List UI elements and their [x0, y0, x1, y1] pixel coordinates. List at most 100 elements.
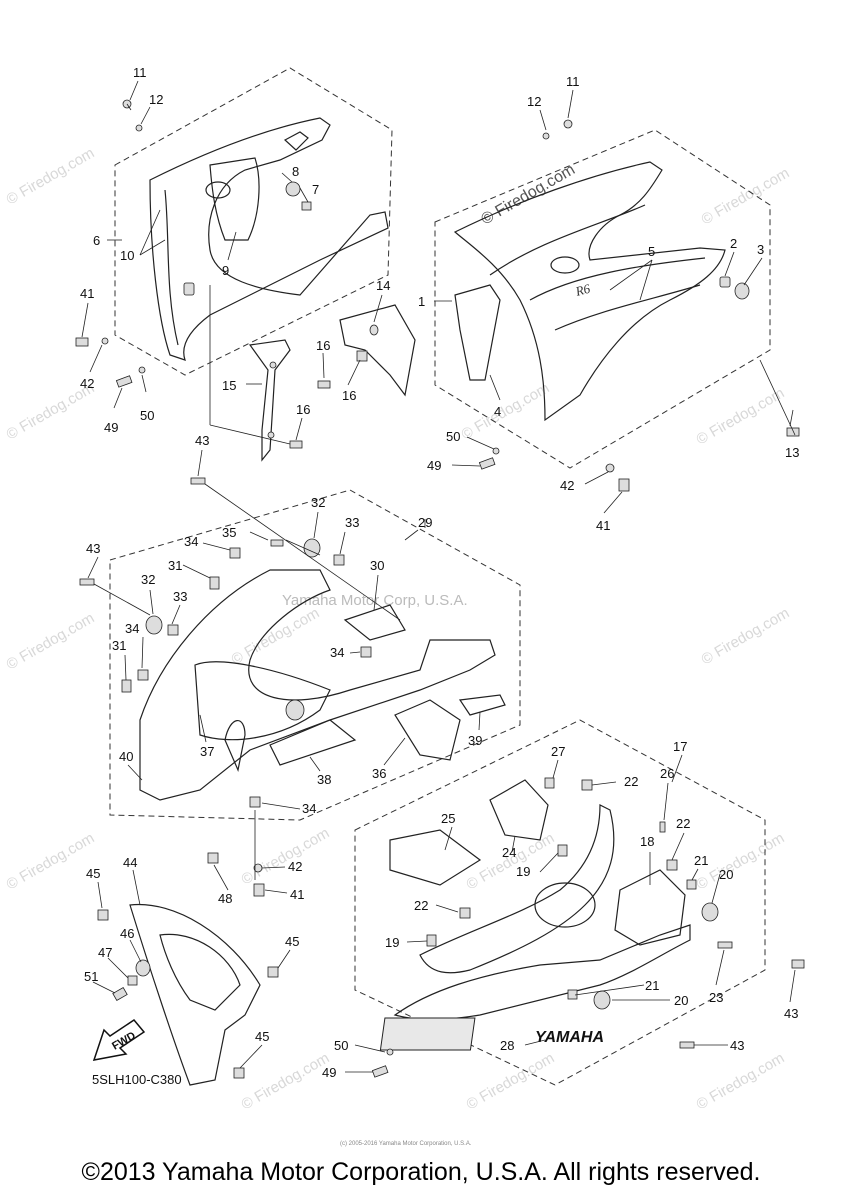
nut-34: [360, 646, 372, 658]
nut-31: [209, 576, 220, 590]
site-watermark: © Firedog.com: [239, 1049, 333, 1113]
callout-34: 34: [330, 645, 344, 660]
bolt-23: [717, 941, 733, 949]
bolt-49: [115, 375, 133, 388]
washer-12: [542, 132, 550, 140]
callout-3: 3: [757, 242, 764, 257]
callout-40: 40: [119, 749, 133, 764]
nut-19: [426, 934, 437, 947]
site-watermark: © Firedog.com: [229, 604, 323, 668]
collar-7: [301, 201, 312, 211]
callout-49: 49: [104, 420, 118, 435]
bolt-16: [356, 350, 368, 362]
callout-49: 49: [427, 458, 441, 473]
callout-19: 19: [516, 864, 530, 879]
nut-19: [557, 844, 568, 857]
collar-33: [167, 624, 179, 636]
bolt-11: [563, 119, 573, 129]
front-cowling: [121, 538, 506, 808]
callout-25: 25: [441, 811, 455, 826]
callout-29: 29: [418, 515, 432, 530]
callouts: 11 12 11 12 8 7 6 10 9 41 42 49 50 1 5 2…: [80, 65, 799, 1080]
callout-20: 20: [719, 867, 733, 882]
callout-8: 8: [292, 164, 299, 179]
site-watermark-dark: © Firedog.com: [479, 161, 579, 228]
callout-22: 22: [414, 898, 428, 913]
nut-34: [229, 547, 241, 559]
callout-7: 7: [312, 182, 319, 197]
group-box-under-cowling: [354, 719, 766, 1086]
callout-43: 43: [86, 541, 100, 556]
grommet-46: [135, 959, 151, 977]
nut-22: [459, 907, 471, 919]
callout-11: 11: [566, 74, 580, 89]
bracket-14: [339, 304, 416, 397]
inner-panel-44: [97, 903, 279, 1086]
bolt-16: [289, 440, 303, 449]
nut-45: [97, 909, 109, 921]
under-cowling: YAMAHA: [379, 777, 719, 1051]
collar-21: [567, 989, 578, 1000]
bolt-11: [122, 99, 132, 111]
clip-26: [659, 821, 666, 833]
diagram-code: 5SLH100-C380: [92, 1072, 182, 1087]
callout-41: 41: [80, 286, 94, 301]
nut-34: [249, 796, 261, 808]
callout-32: 32: [311, 495, 325, 510]
callout-26: 26: [660, 766, 674, 781]
callout-15: 15: [222, 378, 236, 393]
inner-panel-9: [209, 157, 260, 241]
grommet: [183, 282, 195, 296]
grommet-8: [285, 181, 301, 197]
callout-45: 45: [255, 1029, 269, 1044]
model-decal: R6: [573, 281, 592, 300]
grommet-20: [593, 990, 611, 1010]
site-watermark: © Firedog.com: [464, 1049, 558, 1113]
callout-42: 42: [80, 376, 94, 391]
callout-49: 49: [322, 1065, 336, 1080]
collar-33: [333, 554, 345, 566]
callout-24: 24: [502, 845, 516, 860]
callout-16: 16: [296, 402, 310, 417]
callout-43: 43: [730, 1038, 744, 1053]
callout-41: 41: [290, 887, 304, 902]
site-watermark: © Firedog.com: [699, 604, 793, 668]
fasteners: [75, 99, 805, 1078]
nut-45: [267, 966, 279, 978]
inner-panel-4: [454, 284, 501, 381]
callout-38: 38: [317, 772, 331, 787]
callout-1: 1: [418, 294, 425, 309]
callout-34: 34: [184, 534, 198, 549]
callout-45: 45: [86, 866, 100, 881]
callout-12: 12: [527, 94, 541, 109]
callout-31: 31: [168, 558, 182, 573]
brand-decal: YAMAHA: [535, 1029, 604, 1046]
bolt-41: [253, 883, 265, 897]
strip-38: [269, 719, 357, 766]
callout-18: 18: [640, 834, 654, 849]
callout-30: 30: [370, 558, 384, 573]
callout-22: 22: [676, 816, 690, 831]
washer-42: [605, 463, 615, 473]
callout-13: 13: [785, 445, 799, 460]
callout-34: 34: [302, 801, 316, 816]
callout-11: 11: [133, 65, 147, 80]
callout-50: 50: [446, 429, 460, 444]
exhaust-opening: [534, 882, 596, 928]
callout-4: 4: [494, 404, 501, 419]
clip-27: [544, 777, 555, 789]
duct-opening: [205, 181, 231, 199]
washer-50: [386, 1048, 394, 1056]
bolt-35: [270, 539, 284, 547]
callout-32: 32: [141, 572, 155, 587]
callout-35: 35: [222, 525, 236, 540]
watermark-layer: © Firedog.com © Firedog.com © Firedog.co…: [4, 144, 793, 1113]
callout-43: 43: [195, 433, 209, 448]
callout-14: 14: [376, 278, 390, 293]
callout-50: 50: [140, 408, 154, 423]
washer-50: [492, 447, 500, 455]
callout-23: 23: [709, 990, 723, 1005]
bolt-43: [679, 1041, 695, 1049]
callout-27: 27: [551, 744, 565, 759]
